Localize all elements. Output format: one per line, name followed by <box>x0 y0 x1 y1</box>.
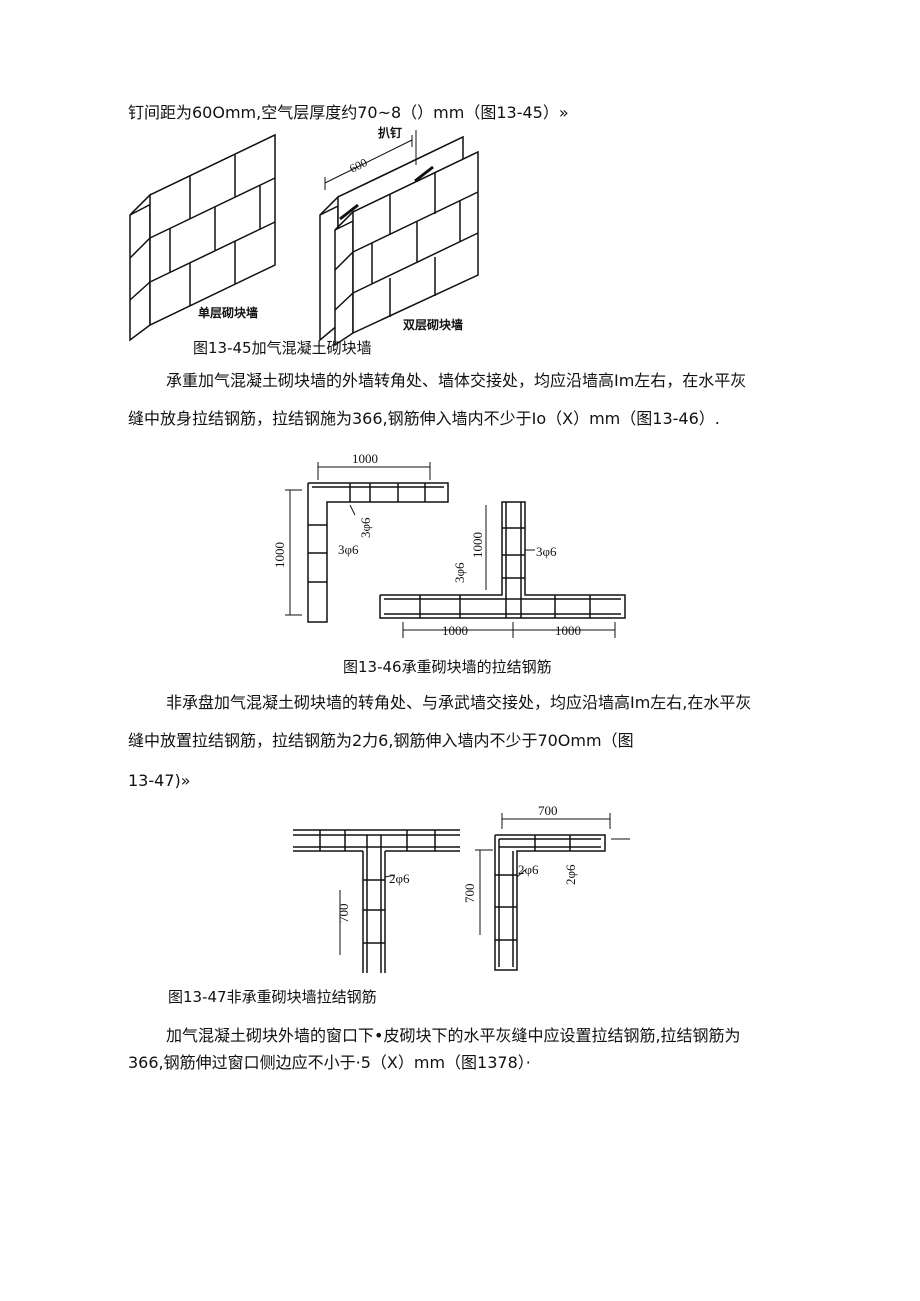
dim-600: 600 <box>347 155 369 175</box>
double-wall-label: 双层砌块墙 <box>403 317 463 332</box>
figure-13-45-block-walls: 600 扒钉 单层砌块墙 双层砌块墙 <box>129 125 479 347</box>
rebar-label-t: 2φ6 <box>389 871 410 886</box>
paragraph-loadbearing-1: 承重加气混凝土砌块墙的外墙转角处、墙体交接处，均应沿墙高Im左右，在水平灰 <box>166 371 747 390</box>
dim-vert-t-1000: 1000 <box>470 532 485 558</box>
caption-fig-13-45: 图13-45加气混凝土砌块墙 <box>193 339 372 357</box>
caption-fig-13-46: 图13-46承重砌块墙的拉结钢筋 <box>343 658 552 676</box>
rebar-label-b: 3φ6 <box>338 542 359 557</box>
dim-bottom-right-1000: 1000 <box>555 623 581 638</box>
dim-700-vertical: 700 <box>336 904 351 924</box>
figure-13-46-loadbearing-rebar: 1000 1000 3φ6 3φ6 3φ6 1000 3φ6 1000 1000 <box>272 451 626 638</box>
dim-700-top: 700 <box>538 803 558 818</box>
dim-left-1000: 1000 <box>272 542 287 568</box>
paragraph-nonloadbearing-3: 13-47)» <box>128 771 191 790</box>
caption-fig-13-47: 图13-47非承重砌块墙拉结钢筋 <box>168 988 377 1006</box>
rebar-label-l1: 2φ6 <box>518 862 539 877</box>
figure-13-47-nonloadbearing-rebar: 700 2φ6 700 700 2φ6 2φ6 <box>293 803 630 973</box>
paragraph-loadbearing-2: 缝中放身拉结钢筋，拉结钢施为366,钢筋伸入墙内不少于Io（X）mm（图13-4… <box>128 409 720 428</box>
paragraph-nonloadbearing-1: 非承盘加气混凝土砌块墙的转角处、与承武墙交接处，均应沿墙高Im左右,在水平灰 <box>166 693 752 712</box>
paragraph-window-2: 366,钢筋伸过窗口侧边应不小于·5（X）mm（图1378）· <box>128 1053 531 1072</box>
paragraph-nonloadbearing-2: 缝中放置拉结钢筋，拉结钢筋为2力6,钢筋伸入墙内不少于70Omm（图 <box>128 731 634 750</box>
paragraph-window-1: 加气混凝土砌块外墙的窗口下•皮砌块下的水平灰缝中应设置拉结钢筋,拉结钢筋为 <box>166 1026 741 1045</box>
rebar-label-l2: 2φ6 <box>563 864 578 885</box>
nail-label: 扒钉 <box>378 125 402 140</box>
dim-700-left: 700 <box>462 884 477 904</box>
dim-top-1000: 1000 <box>352 451 378 466</box>
single-wall-label: 单层砌块墙 <box>198 305 258 320</box>
rebar-label-a: 3φ6 <box>358 517 373 538</box>
rebar-label-d: 3φ6 <box>536 544 557 559</box>
paragraph-nail-spacing: 钉间距为60Omm,空气层厚度约70~8（）mm（图13-45）» <box>128 103 569 122</box>
dim-bottom-left-1000: 1000 <box>442 623 468 638</box>
rebar-label-c: 3φ6 <box>452 562 467 583</box>
